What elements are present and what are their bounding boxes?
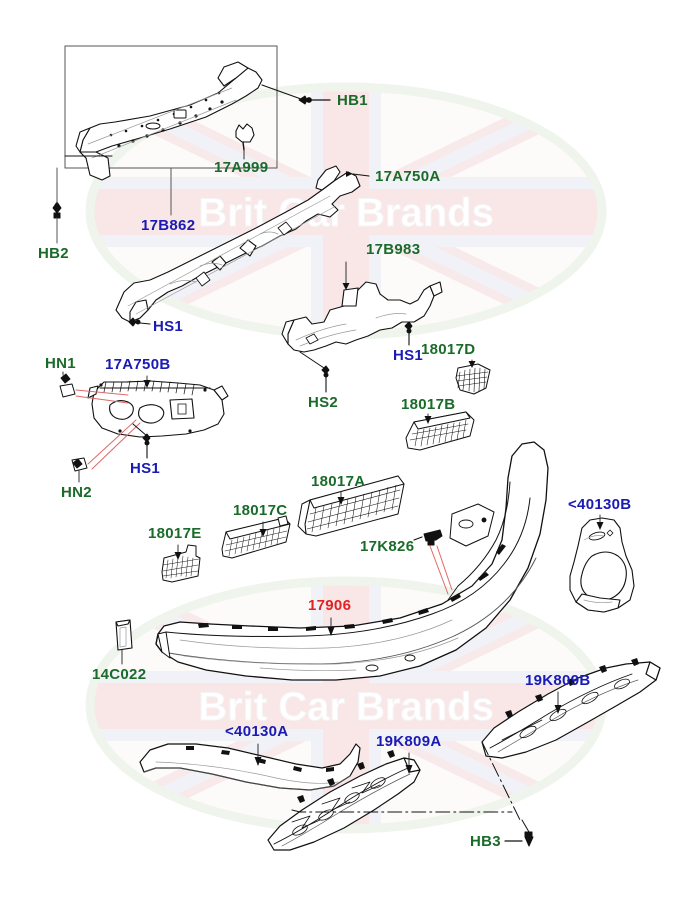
- leader-17A750A: [352, 173, 370, 177]
- leader-hs1-c-up: [132, 423, 148, 437]
- callout-17906[interactable]: 17906: [308, 597, 352, 614]
- leader-hb3-up: [521, 819, 530, 833]
- callout-18017b[interactable]: 18017B: [401, 396, 456, 413]
- part-bumper-armature-upper: [115, 165, 361, 323]
- marker-17B983: [342, 283, 350, 290]
- leader-hs1-a: [139, 322, 151, 325]
- callout-19k809a[interactable]: 19K809A: [376, 733, 442, 750]
- callout-hb2[interactable]: HB2: [38, 245, 69, 262]
- part-bumper-end-cap-right: [569, 517, 635, 613]
- marker-18017C: [259, 529, 267, 537]
- callout-14c022[interactable]: 14C022: [92, 666, 147, 683]
- part-bumper-end-cap-left: [139, 743, 361, 791]
- assembly-dashdot-lines: [291, 741, 521, 821]
- leader-hn2-red: [87, 419, 141, 470]
- marker-18017D: [468, 361, 476, 368]
- part-air-duct-e: [161, 544, 201, 583]
- callout-17a750a[interactable]: 17A750A: [375, 168, 441, 185]
- fastener-hb2: [52, 201, 62, 219]
- callout-17a999[interactable]: 17A999: [214, 159, 269, 176]
- callout-hn2[interactable]: HN2: [61, 484, 92, 501]
- part-bumper-armature-lower: [87, 380, 229, 438]
- part-air-duct-b: [405, 411, 475, 451]
- fastener-hs1-a: [128, 317, 141, 327]
- part-bracket-clip: [235, 123, 255, 151]
- callout-hs1-b[interactable]: HS1: [393, 347, 424, 364]
- leader-17K826-label: [413, 536, 423, 541]
- callout-18017d[interactable]: 18017D: [421, 341, 476, 358]
- marker-17A750A: [346, 171, 352, 177]
- part-air-duct-d: [455, 363, 491, 395]
- callout-40130b[interactable]: <40130B: [568, 496, 632, 513]
- callout-18017c[interactable]: 18017C: [233, 502, 288, 519]
- leader-17K826-red: [429, 545, 453, 595]
- marker-40130A: [254, 757, 262, 766]
- callout-hb3[interactable]: HB3: [470, 833, 501, 850]
- callout-40130a[interactable]: <40130A: [225, 723, 289, 740]
- fastener-hn2: [71, 457, 88, 472]
- callout-hs1-c[interactable]: HS1: [130, 460, 161, 477]
- callout-18017e[interactable]: 18017E: [148, 525, 202, 542]
- leader-hb1: [261, 84, 302, 100]
- fastener-hb3: [524, 831, 534, 847]
- fastener-hs1-b: [404, 321, 413, 334]
- part-air-duct-a: [297, 475, 405, 537]
- marker-18017A: [337, 497, 345, 505]
- marker-17906: [327, 627, 335, 636]
- callout-hs2[interactable]: HS2: [308, 394, 339, 411]
- part-rear-bumper-cover: [155, 441, 549, 681]
- part-sensor-block: [115, 619, 133, 651]
- part-lower-valance-trim-b: [481, 658, 661, 759]
- part-rear-bumper-impact-bar: [75, 61, 263, 181]
- marker-19K809B: [554, 705, 562, 714]
- marker-17A750B: [143, 380, 151, 388]
- fastener-hb1: [298, 95, 312, 105]
- callout-17b862[interactable]: 17B862: [141, 217, 196, 234]
- marker-19K809A: [405, 765, 413, 774]
- callout-17a750b[interactable]: 17A750B: [105, 356, 171, 373]
- marker-40130B: [596, 522, 604, 530]
- marker-18017B: [424, 416, 432, 424]
- callout-19k809b[interactable]: 19K809B: [525, 672, 591, 689]
- callout-18017a[interactable]: 18017A: [311, 473, 366, 490]
- leader-hn1-red: [75, 389, 129, 404]
- callout-hn1[interactable]: HN1: [45, 355, 76, 372]
- marker-18017E: [174, 552, 182, 560]
- part-retaining-clip: [423, 529, 443, 546]
- callout-hs1-a[interactable]: HS1: [153, 318, 184, 335]
- part-energy-absorber-bracket: [281, 281, 443, 353]
- fastener-hn1: [59, 373, 76, 398]
- callout-hb1[interactable]: HB1: [337, 92, 368, 109]
- part-air-duct-c: [221, 515, 291, 559]
- callout-17b983[interactable]: 17B983: [366, 241, 421, 258]
- leader-hs2-b: [299, 351, 325, 369]
- callout-17k826[interactable]: 17K826: [360, 538, 415, 555]
